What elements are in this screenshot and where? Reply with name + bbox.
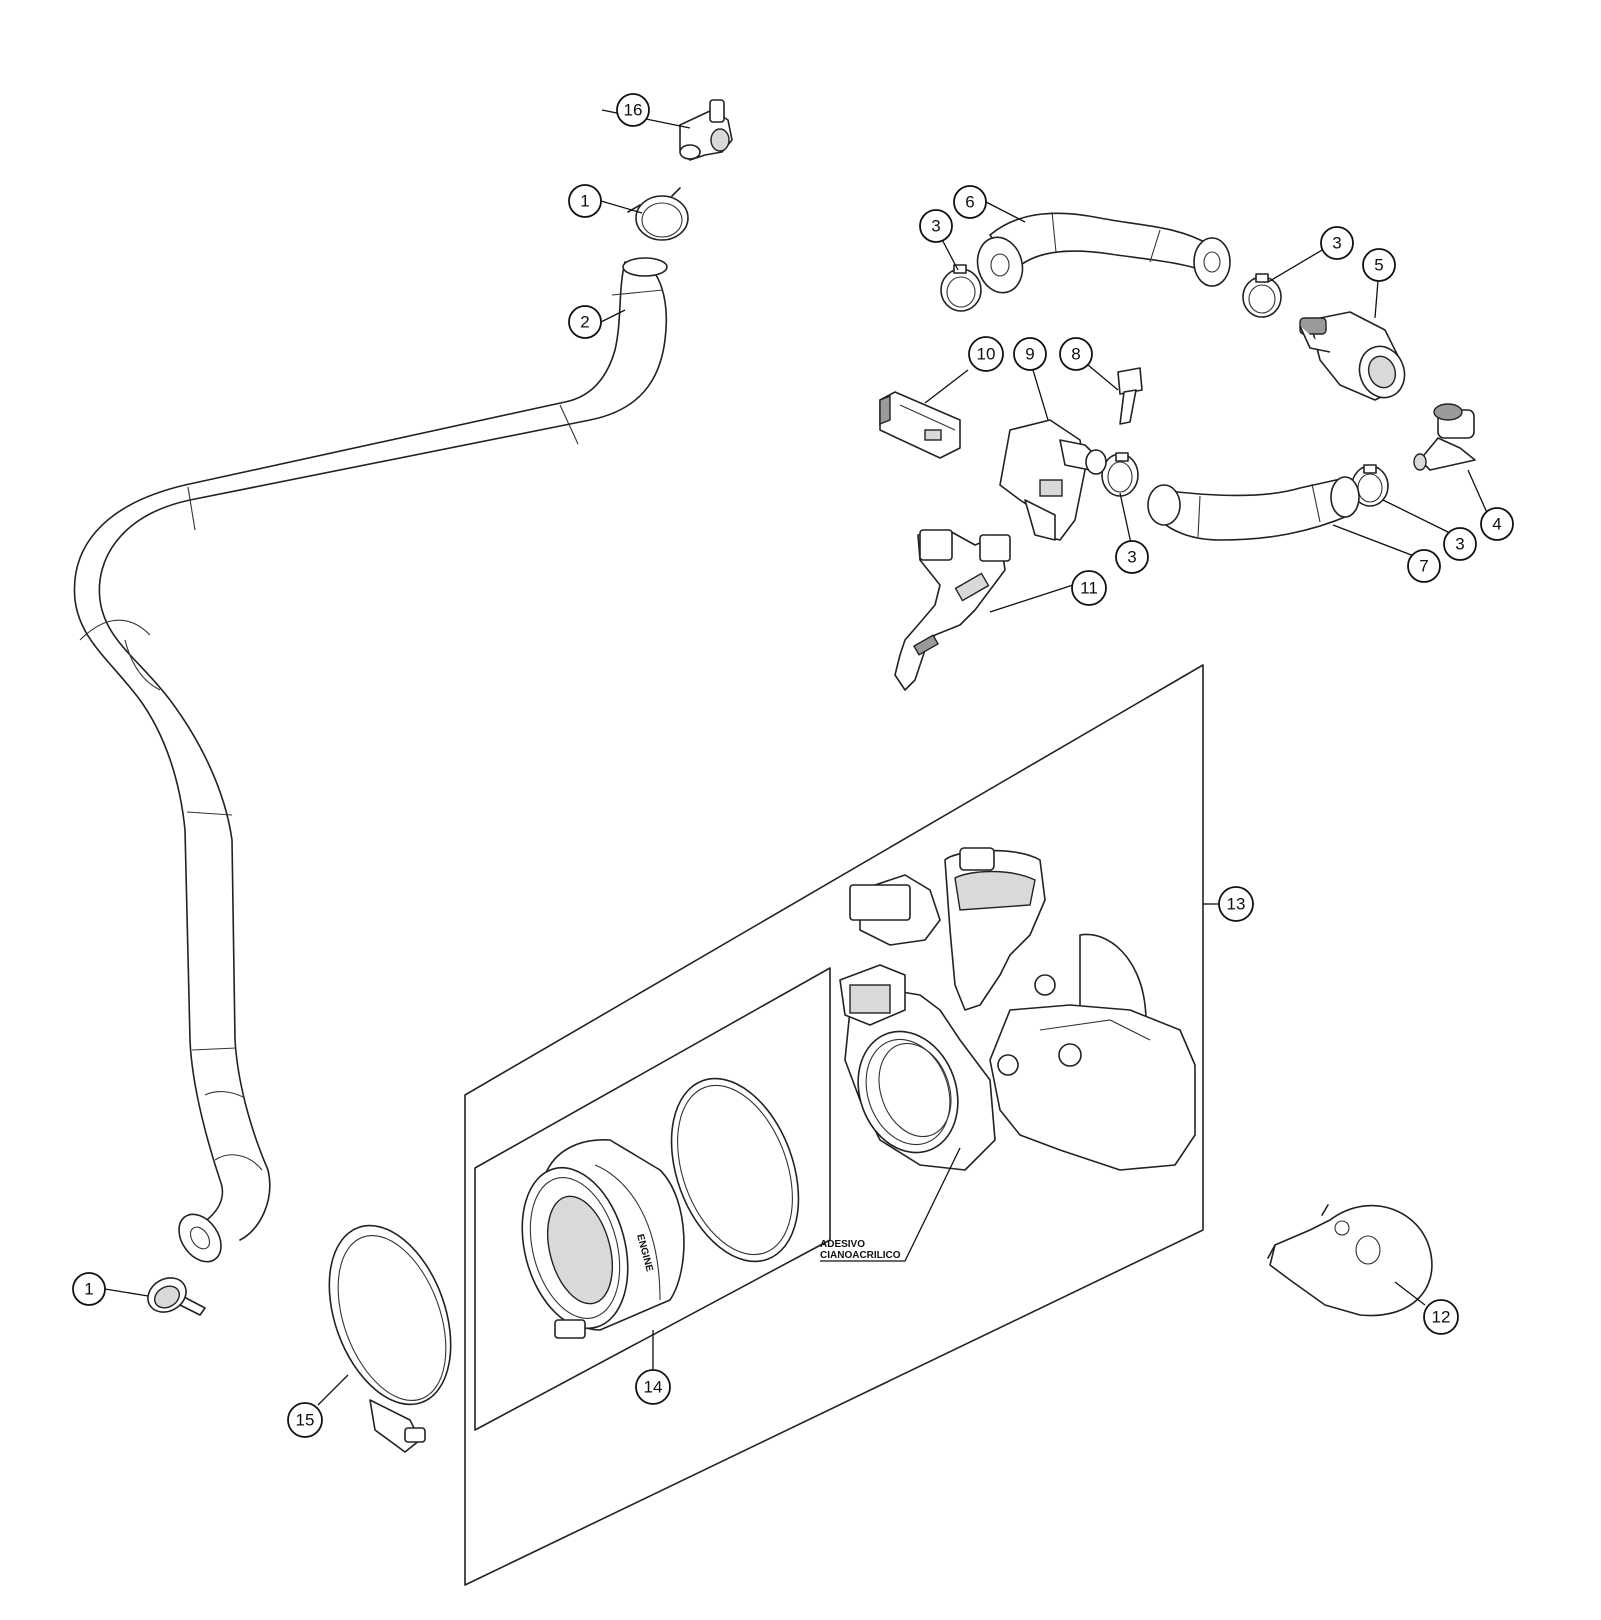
adhesive-note-line1: ADESIVO <box>820 1239 865 1250</box>
callout-3-d-label: 3 <box>1455 535 1464 554</box>
callout-10-label: 10 <box>977 345 996 364</box>
adhesive-note: ADESIVO CIANOACRILICO <box>820 1147 961 1262</box>
throttle-body-part-13 <box>839 847 1196 1171</box>
callout-5-label: 5 <box>1374 256 1383 275</box>
clamp-part-3-a <box>940 264 982 312</box>
callout-3-d: 3 <box>1443 527 1477 561</box>
callout-3-c: 3 <box>1115 540 1149 574</box>
clamp-part-1-upper <box>627 187 689 241</box>
callout-14-label: 14 <box>644 1378 663 1397</box>
connector-part-5 <box>1299 311 1406 401</box>
callout-16: 16 <box>616 93 650 127</box>
callout-11: 11 <box>1071 570 1107 606</box>
injector-part-11 <box>894 529 1011 691</box>
adhesive-note-line2: CIANOACRILICO <box>820 1250 901 1261</box>
callout-11-label: 11 <box>1080 579 1098 598</box>
callout-12-label: 12 <box>1432 1308 1451 1327</box>
callout-13: 13 <box>1218 886 1254 922</box>
clamp-part-3-b <box>1242 273 1282 318</box>
hose-part-7 <box>1147 476 1360 541</box>
callout-1-upper: 1 <box>568 184 602 218</box>
callout-8-label: 8 <box>1071 345 1080 364</box>
callout-1-lower-label: 1 <box>84 1280 93 1299</box>
clamp-part-3-d <box>1351 464 1389 507</box>
callout-6: 6 <box>953 185 987 219</box>
callout-1-lower: 1 <box>72 1272 106 1306</box>
callout-3-c-label: 3 <box>1127 548 1136 567</box>
barbed-elbow-part-4 <box>1413 403 1476 471</box>
callout-3-b: 3 <box>1320 226 1354 260</box>
callout-1-upper-label: 1 <box>580 192 589 211</box>
band-clamp-part-15 <box>328 1224 452 1453</box>
clamp-part-1-lower <box>147 1277 206 1316</box>
callout-7: 7 <box>1407 549 1441 583</box>
hose-part-6 <box>976 211 1231 294</box>
clamp-part-3-c <box>1101 452 1139 497</box>
callout-3-a-label: 3 <box>931 217 940 236</box>
callout-4-label: 4 <box>1492 515 1501 534</box>
callout-3-b-label: 3 <box>1332 234 1341 253</box>
callout-16-label: 16 <box>624 101 643 120</box>
callout-9: 9 <box>1013 337 1047 371</box>
connector-housing-part-10 <box>879 391 961 459</box>
callout-15: 15 <box>287 1402 323 1438</box>
long-hose <box>73 257 668 1263</box>
assembly-outline-14 <box>474 967 831 1431</box>
callout-3-a: 3 <box>919 209 953 243</box>
callout-2: 2 <box>568 305 602 339</box>
callout-9-label: 9 <box>1025 345 1034 364</box>
screw-part-8 <box>1117 367 1143 425</box>
callout-14: 14 <box>635 1369 671 1405</box>
callout-10: 10 <box>968 336 1004 372</box>
callout-7-label: 7 <box>1419 557 1428 576</box>
heat-shield-part-12 <box>1267 1204 1433 1317</box>
callout-8: 8 <box>1059 337 1093 371</box>
callout-15-label: 15 <box>296 1411 315 1430</box>
callout-6-label: 6 <box>965 193 974 212</box>
elbow-fitting-part-16 <box>679 99 733 161</box>
callout-12: 12 <box>1423 1299 1459 1335</box>
callout-5: 5 <box>1362 248 1396 282</box>
callout-4: 4 <box>1480 507 1514 541</box>
callout-2-label: 2 <box>580 313 589 332</box>
intake-sleeve-part-14: ENGINE <box>521 1077 800 1339</box>
sensor-part-9 <box>999 419 1107 541</box>
callout-13-label: 13 <box>1227 895 1246 914</box>
assembly-outline-13 <box>464 664 1204 1586</box>
